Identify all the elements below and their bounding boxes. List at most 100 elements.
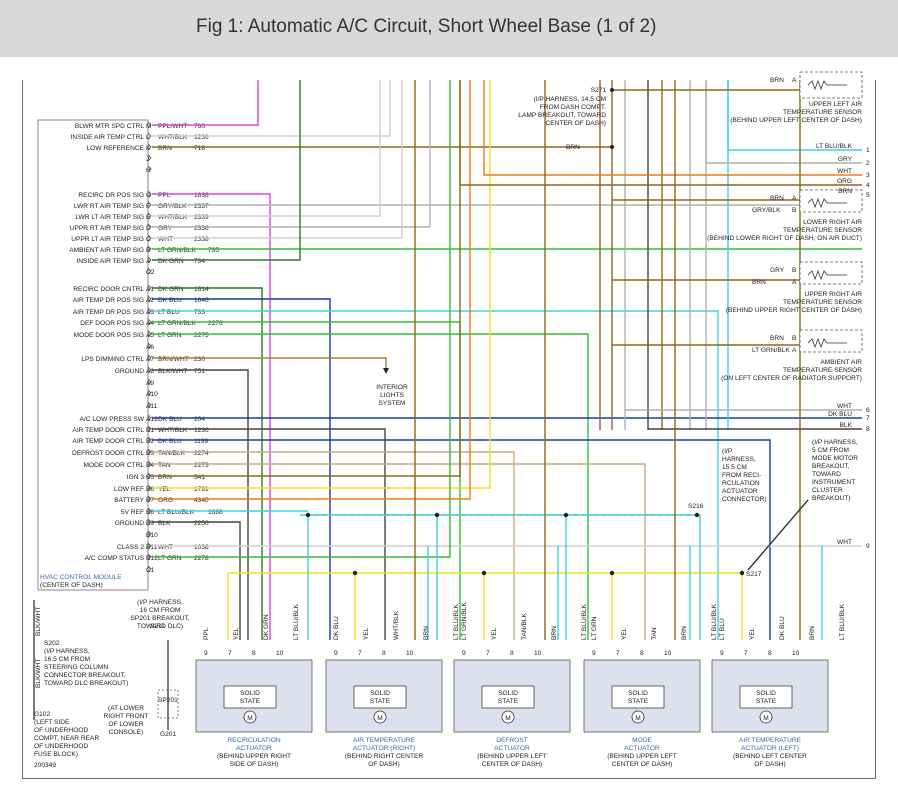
actuator-pin: 8: [768, 650, 772, 657]
pin-id: B: [146, 247, 151, 254]
actuator-wire-color: YEL: [491, 627, 498, 640]
pin-wire-color: WHT/BLK: [158, 214, 188, 221]
pin-chevron: [147, 295, 152, 303]
pin-function: UPPR RT AIR TEMP SIG: [70, 225, 144, 232]
pin-function: UPPR LT AIR TEMP SIG: [71, 236, 144, 243]
pin-function: LWR RT AIR TEMP SIG: [74, 203, 144, 210]
pin-wire-color: WHT/BLK: [158, 427, 188, 434]
pin-function: MODE DOOR CTRL: [84, 462, 145, 469]
actuator-wire-color: TAN: [651, 627, 658, 640]
actuator-location: CENTER OF DASH): [612, 761, 672, 768]
pin-chevron: [147, 154, 152, 162]
actuator-pin: 7: [358, 650, 362, 657]
harness-wire: [152, 521, 241, 640]
pin-id: A3: [146, 309, 154, 316]
actuator-pin: 7: [228, 650, 232, 657]
sensor-wire-b: LT GRN/BLK: [752, 347, 790, 354]
pin-id: B1: [146, 427, 154, 434]
pin-circuit-number: 341: [194, 474, 205, 481]
pin-wire-color: GRY/BLK: [158, 203, 187, 210]
sensor-label: UPPER LEFT AIR: [809, 101, 862, 108]
note-text: (I/P HARNESS,: [44, 648, 90, 655]
offpage-wire-color: BLK: [840, 422, 853, 429]
harness-wire: [152, 80, 381, 217]
pin-circuit-number: 718: [194, 145, 205, 152]
ground-g201: G201: [160, 731, 176, 738]
pin-id: A9: [146, 380, 154, 387]
pin-function: AIR TEMP DR POS SIG: [73, 297, 144, 304]
pin-function: CLASS 2: [117, 544, 144, 551]
pin-chevron: [147, 234, 152, 242]
solid-state-label: STATE: [756, 698, 777, 705]
actuator-pin: 10: [664, 650, 672, 657]
note-text: ACTUATOR: [722, 488, 758, 495]
motor-icon: [373, 710, 387, 724]
pin-chevron: [147, 190, 152, 198]
pin-id: B4: [146, 462, 154, 469]
pin-id: B7: [146, 497, 154, 504]
sensor-label: AMBIENT AIR: [820, 359, 862, 366]
sensor-wire-a: BRN: [770, 195, 784, 202]
pin-chevron: [147, 436, 152, 444]
note-text: 16.5 CM FROM: [44, 656, 90, 663]
pin-circuit-number: 735: [208, 247, 219, 254]
actuator-location: (BEHIND LEFT CENTER: [733, 753, 807, 760]
harness-wire: [727, 80, 862, 151]
note-text: INSTRUMENT: [812, 479, 855, 486]
pin-id: B8: [146, 509, 154, 516]
pin-circuit-number: 2336: [194, 225, 209, 232]
offpage-wire-color: WHT: [837, 539, 852, 546]
note-text: SP201 BREAKOUT,: [130, 615, 189, 622]
actuator-location: CENTER OF DASH): [482, 761, 542, 768]
module-name: HVAC CONTROL MODULE: [40, 574, 122, 581]
pin-chevron: [147, 425, 152, 433]
offpage-wire-color: LT BLU/BLK: [816, 143, 853, 150]
sensor-label: LOWER RIGHT AIR: [803, 219, 862, 226]
note-text: 16 CM FROM: [140, 607, 181, 614]
pin-id: A8: [146, 368, 154, 375]
solid-state-box: [611, 685, 665, 709]
note-text: RCULATION: [722, 480, 760, 487]
thermistor-icon: [807, 337, 847, 349]
motor-label: M: [635, 715, 641, 722]
pin-wire-color: BLK/WHT: [158, 368, 187, 375]
sensor-label: TEMPERATURE SENSOR: [783, 299, 862, 306]
actuator-wire-color: BRN: [551, 626, 558, 640]
offpage-wire-color: DK BLU: [828, 411, 852, 418]
actuator-wire-color: LT BLU/BLK: [453, 603, 460, 640]
offpage-wire-color: BRN: [838, 188, 852, 195]
harness-wire: [705, 80, 862, 164]
pin-chevron: [147, 307, 152, 315]
pin-wire-color: YEL: [158, 486, 171, 493]
pin-chevron: [147, 530, 152, 538]
note-text: (I/P HARNESS, 14.5 CM: [534, 96, 606, 103]
harness-wire: [152, 193, 271, 640]
note-text: BREAKOUT): [812, 495, 850, 502]
pin-chevron: [147, 460, 152, 468]
sensor-label: TEMPERATURE SENSOR: [783, 109, 862, 116]
pin-circuit-number: 1236: [194, 134, 209, 141]
note-text: OF UNDERHOOD: [34, 743, 88, 750]
pin-wire-color: WHT/BLK: [158, 134, 188, 141]
pin-circuit-number: 751: [194, 368, 205, 375]
pin-wire-color: ORG: [158, 497, 173, 504]
actuator-pin: 9: [462, 650, 466, 657]
pin-id: A2: [146, 297, 154, 304]
sensor-pin-a: A: [792, 195, 797, 202]
harness-wire: [152, 298, 331, 640]
pin-chevron: [147, 414, 152, 422]
pin-id: H: [146, 167, 151, 174]
pin-function: RECIRC DOOR CNTRL: [73, 286, 144, 293]
actuator-wire-color: BRN: [423, 626, 430, 640]
pin-circuit-number: 2274: [194, 450, 209, 457]
actuator-pin: 10: [276, 650, 284, 657]
pin-chevron: [147, 553, 152, 561]
actuator-wire-color: LT BLU/BLK: [293, 603, 300, 640]
splice-dot: [609, 570, 615, 576]
motor-icon: [759, 710, 773, 724]
pin-id: J: [146, 156, 149, 163]
